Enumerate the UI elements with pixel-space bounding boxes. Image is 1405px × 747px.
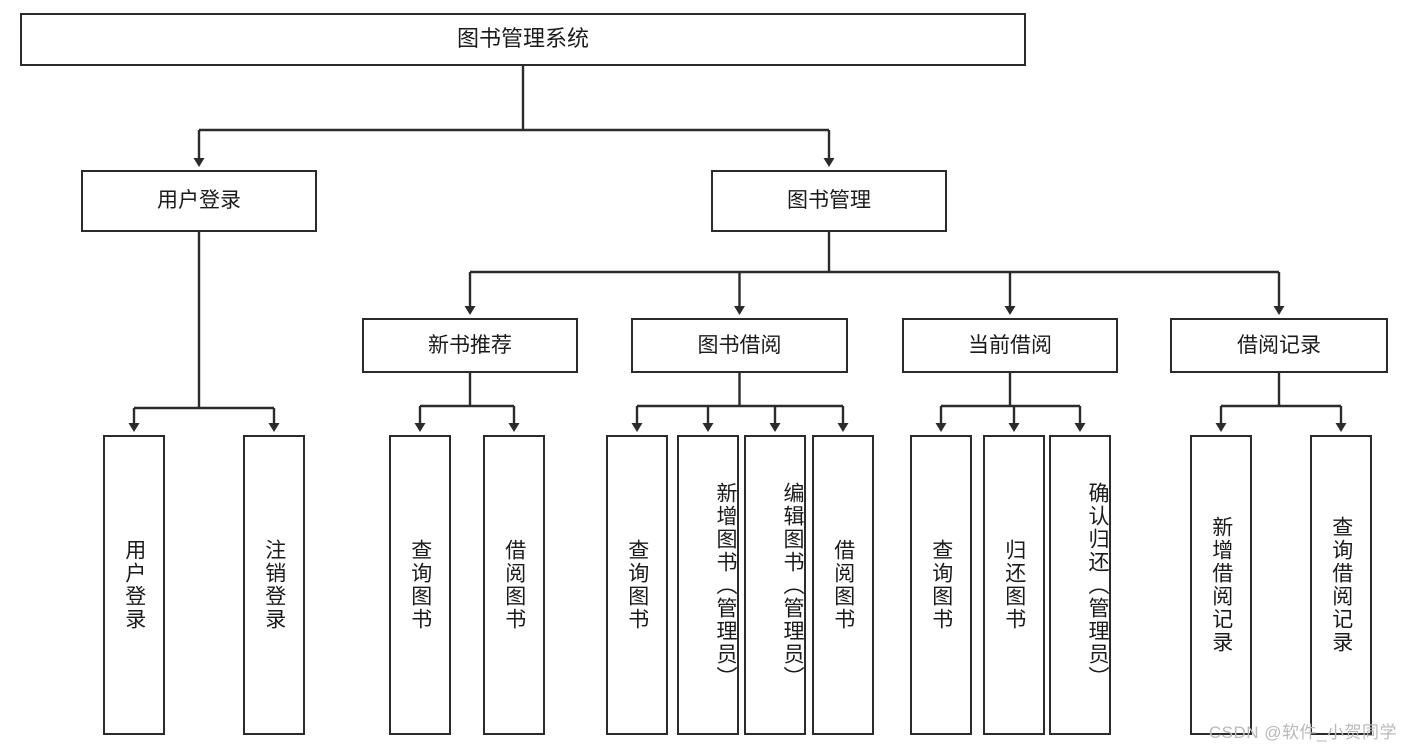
node-leaf-query-book-2[interactable]: 查询图书	[606, 435, 668, 735]
node-label: 查询图书	[408, 539, 432, 631]
node-label: 借阅图书	[502, 539, 526, 631]
node-label: 新增图书（管理员）	[714, 481, 737, 689]
node-label: 新书推荐	[428, 333, 512, 357]
node-leaf-query-book-1[interactable]: 查询图书	[389, 435, 451, 735]
node-leaf-add-record[interactable]: 新增借阅记录	[1190, 435, 1252, 735]
node-label: 归还图书	[1002, 539, 1026, 631]
node-label: 图书管理系统	[456, 26, 589, 52]
csdn-watermark: CSDN @软件_小贺同学	[1208, 723, 1397, 742]
node-current-borrow[interactable]: 当前借阅	[902, 318, 1118, 373]
node-label: 借阅图书	[831, 539, 855, 631]
node-book-borrow[interactable]: 图书借阅	[631, 318, 848, 373]
node-label: 编辑图书（管理员）	[781, 481, 804, 689]
node-label: 查询借阅记录	[1329, 516, 1353, 654]
node-label: 用户登录	[157, 189, 241, 213]
node-leaf-return-book[interactable]: 归还图书	[983, 435, 1045, 735]
node-leaf-query-book-3[interactable]: 查询图书	[910, 435, 972, 735]
node-borrow-record[interactable]: 借阅记录	[1170, 318, 1388, 373]
node-user-login[interactable]: 用户登录	[81, 170, 317, 232]
node-label: 图书管理	[787, 189, 871, 213]
node-label: 查询图书	[625, 539, 649, 631]
node-label: 注销登录	[262, 539, 286, 631]
node-label: 确认归还（管理员）	[1086, 481, 1109, 689]
node-new-book-rec[interactable]: 新书推荐	[362, 318, 578, 373]
node-leaf-add-book[interactable]: 新增图书（管理员）	[677, 435, 739, 735]
node-leaf-logout[interactable]: 注销登录	[243, 435, 305, 735]
node-label: 当前借阅	[968, 333, 1052, 357]
node-leaf-query-record[interactable]: 查询借阅记录	[1310, 435, 1372, 735]
node-leaf-borrow-book-1[interactable]: 借阅图书	[483, 435, 545, 735]
node-leaf-user-login[interactable]: 用户登录	[103, 435, 165, 735]
node-leaf-confirm-return[interactable]: 确认归还（管理员）	[1049, 435, 1111, 735]
node-label: 新增借阅记录	[1209, 516, 1233, 654]
node-label: 用户登录	[122, 539, 146, 631]
node-leaf-edit-book[interactable]: 编辑图书（管理员）	[744, 435, 806, 735]
node-root[interactable]: 图书管理系统	[20, 13, 1026, 66]
node-book-manage[interactable]: 图书管理	[711, 170, 947, 232]
node-label: 查询图书	[929, 539, 953, 631]
node-label: 借阅记录	[1237, 333, 1321, 357]
node-label: 图书借阅	[697, 333, 782, 357]
node-leaf-borrow-book-2[interactable]: 借阅图书	[812, 435, 874, 735]
